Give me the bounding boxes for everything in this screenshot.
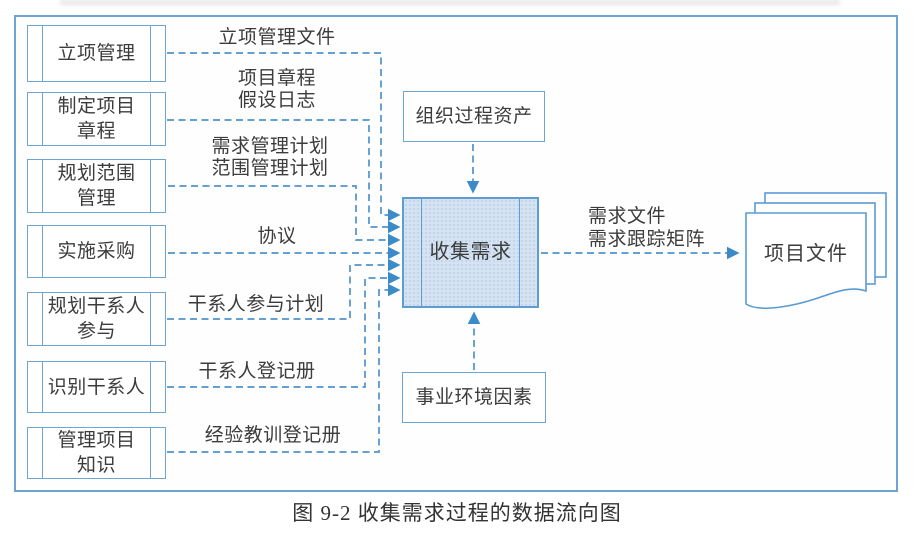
process-box-manage-project-knowledge: 管理项目 知识 xyxy=(27,427,166,479)
process-label: 立项管理 xyxy=(57,43,136,64)
double-bar-left xyxy=(42,160,43,212)
process-label: 规划干系人 参与 xyxy=(47,296,146,342)
double-bar-left xyxy=(421,199,422,306)
process-box-conduct-procurements: 实施采购 xyxy=(27,225,166,278)
double-bar-right xyxy=(150,26,151,81)
input-label: 事业环境因素 xyxy=(415,387,533,408)
scan-artifact xyxy=(60,0,840,5)
double-bar-left xyxy=(42,26,43,81)
flow-label-lessons-learned-register: 经验教训登记册 xyxy=(204,425,342,446)
double-bar-right xyxy=(150,160,151,212)
process-box-identify-stakeholders: 识别干系人 xyxy=(27,361,166,413)
double-bar-right xyxy=(150,428,151,478)
process-label: 管理项目 知识 xyxy=(57,430,136,476)
flow-label-initiation-documents: 立项管理文件 xyxy=(218,27,336,48)
input-label: 组织过程资产 xyxy=(415,106,533,127)
double-bar-right xyxy=(150,362,151,412)
process-box-plan-scope-management: 规划范围 管理 xyxy=(27,159,166,213)
double-bar-left xyxy=(42,362,43,412)
flow-label-management-plans: 需求管理计划 范围管理计划 xyxy=(211,136,329,179)
double-bar-right xyxy=(519,199,520,306)
process-box-plan-stakeholder-engagement: 规划干系人 参与 xyxy=(27,292,166,346)
flow-label-requirements-output: 需求文件 需求跟踪矩阵 xyxy=(588,206,706,250)
figure-caption: 图 9-2 收集需求过程的数据流向图 xyxy=(292,501,622,525)
double-bar-left xyxy=(42,428,43,478)
process-label: 实施采购 xyxy=(57,241,136,262)
input-box-enterprise-environmental-factors: 事业环境因素 xyxy=(402,372,546,423)
double-bar-left xyxy=(42,226,43,277)
process-label: 收集需求 xyxy=(429,241,512,263)
process-label: 规划范围 管理 xyxy=(57,163,136,209)
process-box-develop-project-charter: 制定项目 章程 xyxy=(27,92,166,146)
input-box-organizational-process-assets: 组织过程资产 xyxy=(403,91,545,142)
flow-label-stakeholder-engagement-plan: 干系人参与计划 xyxy=(187,294,325,315)
project-documents-label: 项目文件 xyxy=(764,243,848,265)
process-label: 识别干系人 xyxy=(47,376,146,398)
process-box-collect-requirements: 收集需求 xyxy=(402,197,539,308)
flow-label-stakeholder-register: 干系人登记册 xyxy=(198,361,316,382)
double-bar-right xyxy=(150,293,151,345)
double-bar-right xyxy=(150,226,151,277)
double-bar-left xyxy=(42,293,43,345)
double-bar-left xyxy=(42,93,43,145)
flow-label-agreements: 协议 xyxy=(257,226,297,247)
flow-label-project-charter: 项目章程 假设日志 xyxy=(237,68,316,111)
double-bar-right xyxy=(150,93,151,145)
process-box-initiation-management: 立项管理 xyxy=(27,25,166,82)
process-label: 制定项目 章程 xyxy=(57,96,136,142)
